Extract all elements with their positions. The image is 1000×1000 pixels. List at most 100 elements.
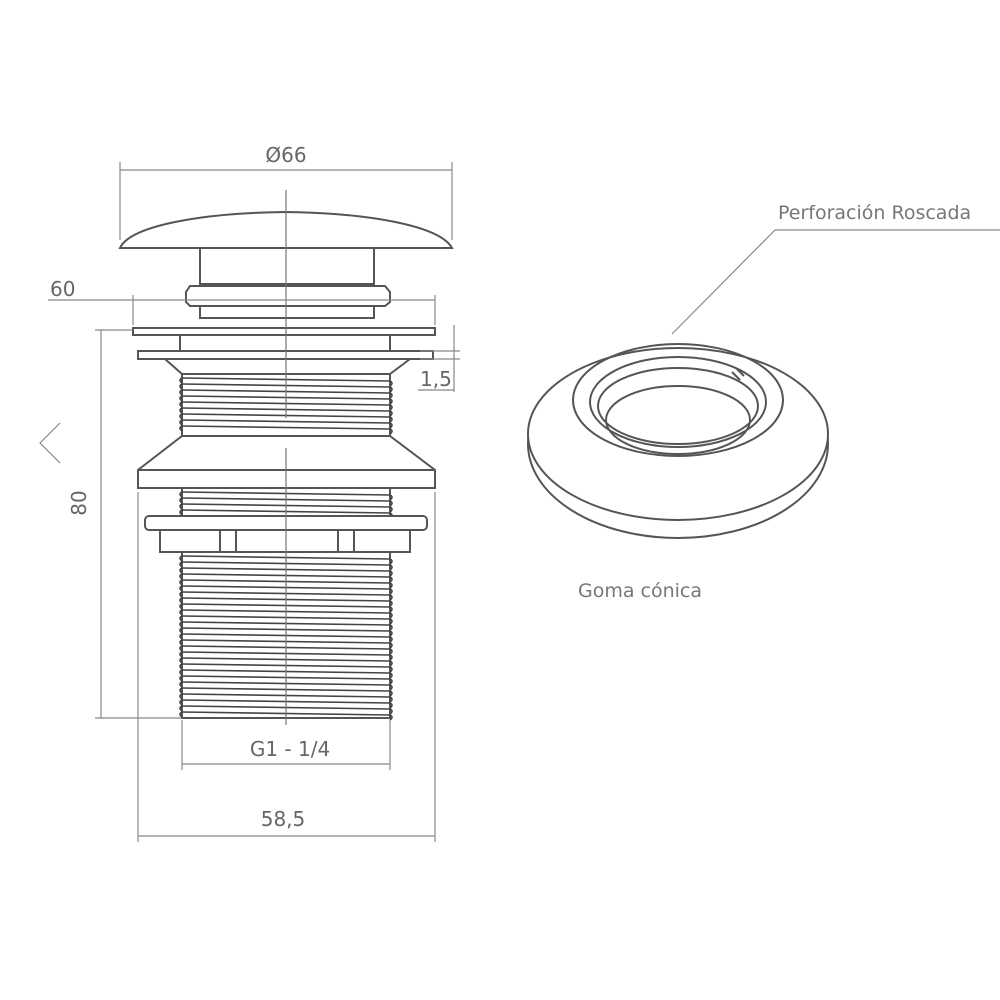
thread-crest-left <box>179 567 183 574</box>
thread-crest-left <box>179 687 183 694</box>
top-flange <box>132 327 436 336</box>
thread-crest-left <box>179 711 183 718</box>
thread-line <box>181 419 391 424</box>
thread-crest-right <box>389 558 393 565</box>
thread-crest-left <box>179 573 183 580</box>
conical-rubber-part: Perforación Roscada Goma cónica <box>527 202 1000 602</box>
thread-crest-left <box>179 609 183 616</box>
thread-crest-right <box>389 500 393 507</box>
thread-crest-left <box>179 395 183 402</box>
thread-crest-left <box>179 389 183 396</box>
threaded-hole-leader <box>671 229 776 335</box>
thread-crest-left <box>179 657 183 664</box>
thread-crest-left <box>179 509 183 516</box>
thread-crest-left <box>179 699 183 706</box>
thread-line <box>181 425 391 430</box>
thread-crest-left <box>179 413 183 420</box>
thread-crest-right <box>389 612 393 619</box>
thread-crest-right <box>389 594 393 601</box>
thread-crest-right <box>389 630 393 637</box>
thread-crest-left <box>179 693 183 700</box>
thread-crest-left <box>179 705 183 712</box>
rubber-collar-inner-2 <box>597 367 759 445</box>
cap-stem <box>199 247 375 285</box>
thread-crest-left <box>179 591 183 598</box>
thread-crest-right <box>389 428 393 435</box>
thread-crest-right <box>389 690 393 697</box>
thread-crest-left <box>179 621 183 628</box>
thread-crest-left <box>179 645 183 652</box>
thread-crest-left <box>179 491 183 498</box>
thread-crest-right <box>389 696 393 703</box>
dim-thickness-label: 1,5 <box>420 367 452 391</box>
thread-crest-left <box>179 651 183 658</box>
thread-crest-right <box>389 642 393 649</box>
thread-crest-right <box>389 654 393 661</box>
dim-flange-label: 60 <box>50 277 75 301</box>
thread-crest-right <box>389 618 393 625</box>
thread-crest-right <box>389 666 393 673</box>
thread-crest-right <box>389 410 393 417</box>
thread-crest-right <box>389 404 393 411</box>
rubber-outer-top <box>527 347 829 521</box>
drain-valve-side-view <box>118 190 454 725</box>
thread-crest-left <box>179 585 183 592</box>
rubber-bore <box>605 385 751 455</box>
thread-crest-right <box>389 386 393 393</box>
conical-rubber-label: Goma cónica <box>578 580 702 602</box>
thread-crest-right <box>389 416 393 423</box>
thread-crest-right <box>389 678 393 685</box>
thread-crest-left <box>179 579 183 586</box>
thread-crest-left <box>179 425 183 432</box>
thread-crest-right <box>389 380 393 387</box>
thread-crest-left <box>179 555 183 562</box>
thread-crest-left <box>179 401 183 408</box>
dim-height-label: 80 <box>67 490 91 515</box>
rubber-collar-outer <box>572 343 784 457</box>
thread-crest-right <box>389 588 393 595</box>
threaded-hole-label: Perforación Roscada <box>778 202 971 224</box>
thread-crest-right <box>389 606 393 613</box>
dimension-lines: Ø66 60 1,5 80 G1 - 1/4 58,5 <box>39 143 460 842</box>
thread-crest-left <box>179 377 183 384</box>
stem-lower-ring <box>199 305 375 319</box>
thread-crest-left <box>179 561 183 568</box>
thread-crest-left <box>179 603 183 610</box>
thread-crest-left <box>179 675 183 682</box>
thread-crest-left <box>179 669 183 676</box>
thread-crest-right <box>389 660 393 667</box>
thread-crest-left <box>179 633 183 640</box>
thread-crest-right <box>389 600 393 607</box>
thread-crest-right <box>389 392 393 399</box>
rubber-collar-inner <box>589 356 767 448</box>
thread-crest-left <box>179 615 183 622</box>
thread-crest-right <box>389 494 393 501</box>
thread-crest-left <box>179 597 183 604</box>
thread-crest-left <box>179 383 183 390</box>
thread-crest-left <box>179 497 183 504</box>
cap-dome <box>118 210 454 249</box>
thread-crest-right <box>389 422 393 429</box>
thread-crest-right <box>389 648 393 655</box>
thread-crest-left <box>179 419 183 426</box>
thread-crest-right <box>389 714 393 721</box>
thread-crest-right <box>389 506 393 513</box>
lock-nut <box>159 529 411 553</box>
upper-taper <box>164 358 411 375</box>
thread-crest-right <box>389 684 393 691</box>
dim-diameter-label: Ø66 <box>265 143 306 167</box>
dim-thread-label: G1 - 1/4 <box>250 737 330 761</box>
thread-crest-right <box>389 582 393 589</box>
thread-crest-right <box>389 672 393 679</box>
thread-crest-right <box>389 636 393 643</box>
dim-base-label: 58,5 <box>261 807 306 831</box>
main-thread-lines <box>179 555 393 721</box>
thread-crest-right <box>389 708 393 715</box>
thread-crest-left <box>179 503 183 510</box>
thread-crest-right <box>389 398 393 405</box>
thread-crest-left <box>179 407 183 414</box>
chevron-left-icon <box>39 422 61 464</box>
thread-crest-right <box>389 624 393 631</box>
stem-collar <box>185 285 391 307</box>
